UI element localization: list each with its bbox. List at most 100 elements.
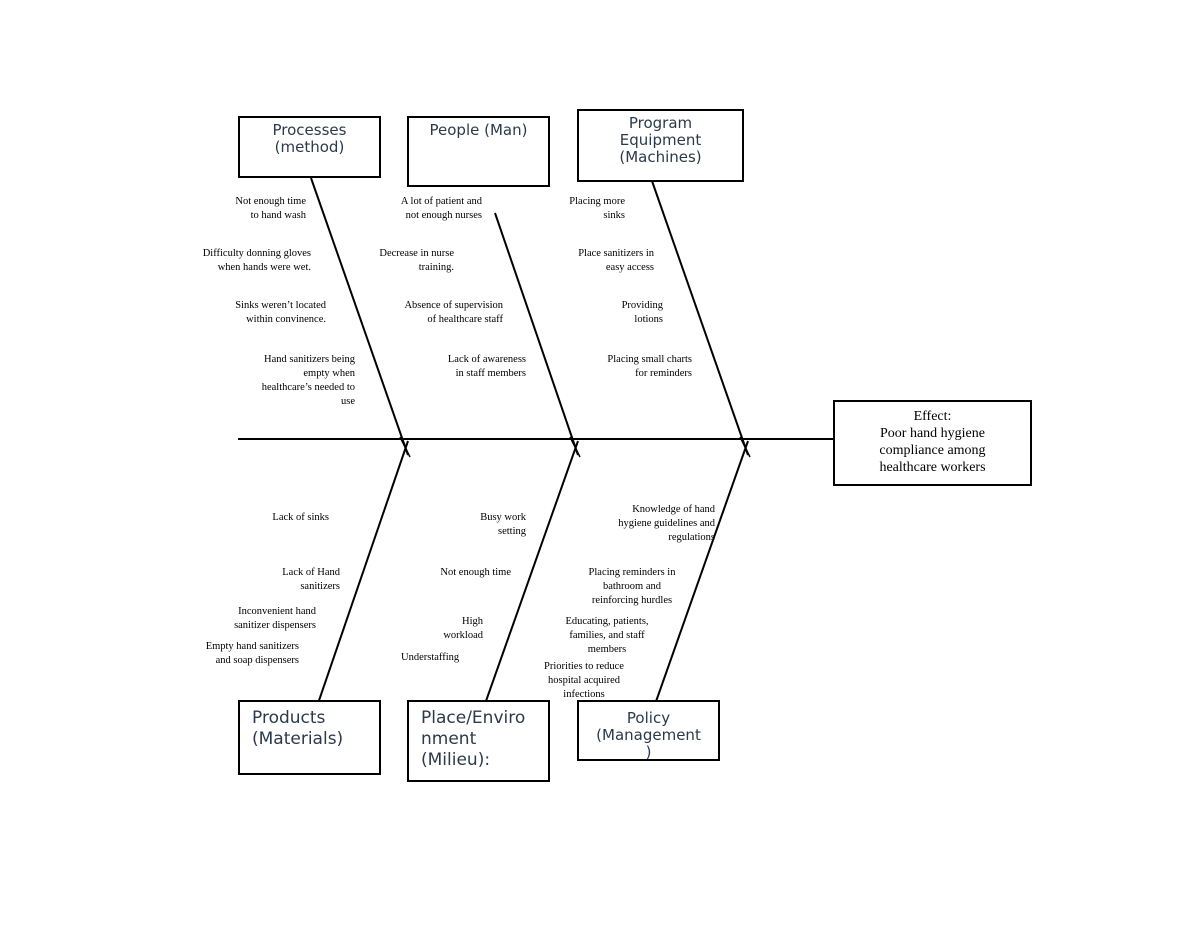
bone-policy	[652, 440, 749, 711]
effect-line4: healthcare workers	[879, 460, 986, 475]
cause-text: A lot of patient and	[400, 196, 482, 207]
category-policy-line1: Policy	[626, 709, 671, 727]
cause-text: easy access	[605, 262, 654, 273]
cause-place-1: Busy work setting	[480, 511, 526, 539]
cause-text: and soap dispensers	[215, 655, 299, 666]
cause-text: Priorities to reduce	[544, 661, 624, 672]
cause-people-3: Absence of supervision of healthcare sta…	[404, 299, 503, 327]
cause-text: members	[587, 644, 627, 655]
cause-people-4: Lack of awareness in staff members	[448, 353, 526, 381]
cause-text: Placing more	[569, 196, 625, 207]
cause-text: Busy work	[480, 512, 526, 523]
category-place-line3: (Milieu):	[421, 750, 491, 770]
category-policy-line2: (Management	[596, 726, 701, 744]
category-products-line2: (Materials)	[252, 729, 344, 749]
cause-program-2: Place sanitizers in easy access	[578, 247, 654, 275]
cause-text: Decrease in nurse	[379, 248, 454, 259]
cause-text: regulations	[668, 532, 715, 543]
effect-line3: compliance among	[879, 443, 986, 458]
cause-text: workload	[443, 630, 483, 641]
cause-products-3: Inconvenient hand sanitizer dispensers	[234, 605, 316, 633]
cause-text: Knowledge of hand	[632, 504, 715, 515]
bone-products	[312, 440, 409, 719]
cause-text: when hands were wet.	[217, 262, 311, 273]
cause-text: families, and staff	[569, 630, 645, 641]
category-processes-line1: Processes	[272, 121, 347, 139]
cause-program-3: Providing lotions	[622, 299, 663, 327]
cause-text: Providing	[621, 300, 663, 311]
cause-text: Not enough time	[235, 196, 306, 207]
cause-text: Understaffing	[401, 652, 460, 663]
category-place-line2: nment	[421, 729, 477, 749]
cause-text: empty when	[303, 368, 355, 379]
category-place-box: Place/Enviro nment (Milieu):	[407, 700, 550, 782]
cause-text: setting	[498, 526, 526, 537]
cause-text: Empty hand sanitizers	[205, 641, 299, 652]
cause-text: Not enough time	[440, 567, 511, 578]
joint-mark	[569, 436, 581, 458]
cause-text: hospital acquired	[547, 675, 621, 686]
cause-text: sinks	[603, 210, 625, 221]
cause-place-3: High workload	[443, 615, 483, 643]
category-processes-box: Processes (method)	[238, 116, 381, 178]
category-people-box: People (Man)	[407, 116, 550, 187]
cause-text: reinforcing hurdles	[591, 595, 673, 606]
cause-text: Placing small charts	[607, 354, 692, 365]
category-place-line1: Place/Enviro	[421, 708, 526, 728]
cause-processes-2: Difficulty donning gloves when hands wer…	[203, 247, 311, 275]
cause-text: to hand wash	[250, 210, 306, 221]
cause-text: Educating, patients,	[565, 616, 649, 627]
cause-text: within convinence.	[246, 314, 326, 325]
cause-text: High	[462, 616, 483, 627]
cause-text: in staff members	[455, 368, 526, 379]
category-policy-box: Policy (Management )	[577, 700, 720, 761]
category-policy-line3: )	[645, 743, 652, 761]
cause-text: hygiene guidelines and	[618, 518, 715, 529]
category-program-line3: (Machines)	[619, 148, 702, 166]
cause-text: sanitizer dispensers	[234, 620, 316, 631]
cause-policy-4: Priorities to reduce hospital acquired i…	[529, 660, 639, 702]
cause-text: Hand sanitizers being	[264, 354, 355, 365]
cause-text: training.	[418, 262, 454, 273]
cause-products-2: Lack of Hand sanitizers	[282, 566, 340, 594]
cause-processes-1: Not enough time to hand wash	[235, 195, 306, 223]
joint-mark	[739, 436, 751, 458]
cause-processes-4: Hand sanitizers being empty when healthc…	[262, 353, 355, 409]
bone-people	[494, 212, 579, 456]
cause-place-2: Not enough time	[440, 566, 511, 580]
bone-place	[479, 440, 579, 719]
category-products-line1: Products	[252, 708, 326, 728]
joint-mark	[399, 436, 411, 458]
cause-text: not enough nurses	[405, 210, 482, 221]
cause-text: Lack of awareness	[447, 354, 526, 365]
cause-place-4: Understaffing	[401, 651, 459, 665]
cause-policy-2: Placing reminders in bathroom and reinfo…	[577, 566, 687, 608]
cause-text: use	[341, 396, 355, 407]
cause-text: Place sanitizers in	[578, 248, 654, 259]
cause-text: Difficulty donning gloves	[202, 248, 311, 259]
category-products-box: Products (Materials)	[238, 700, 381, 775]
cause-text: healthcare’s needed to	[261, 382, 355, 393]
cause-policy-1: Knowledge of hand hygiene guidelines and…	[618, 503, 715, 545]
cause-products-1: Lack of sinks	[272, 511, 329, 525]
cause-products-4: Empty hand sanitizers and soap dispenser…	[206, 640, 299, 668]
cause-text: Placing reminders in	[588, 567, 676, 578]
cause-text: Inconvenient hand	[238, 606, 316, 617]
category-people-line1: People (Man)	[429, 121, 528, 139]
cause-policy-3: Educating, patients, families, and staff…	[552, 615, 662, 657]
bone-processes	[310, 177, 409, 456]
cause-people-2: Decrease in nurse training.	[379, 247, 454, 275]
category-program-box: Program Equipment (Machines)	[577, 109, 744, 182]
cause-program-4: Placing small charts for reminders	[607, 353, 692, 381]
cause-text: lotions	[634, 314, 663, 325]
cause-text: for reminders	[635, 368, 692, 379]
category-program-line1: Program	[628, 114, 693, 132]
cause-text: of healthcare staff	[427, 314, 503, 325]
category-processes-line2: (method)	[274, 138, 345, 156]
cause-text: bathroom and	[602, 581, 662, 592]
cause-text: Sinks weren’t located	[235, 300, 326, 311]
effect-line1: Effect:	[913, 409, 952, 424]
cause-text: sanitizers	[300, 581, 340, 592]
effect-line2: Poor hand hygiene	[880, 426, 985, 441]
